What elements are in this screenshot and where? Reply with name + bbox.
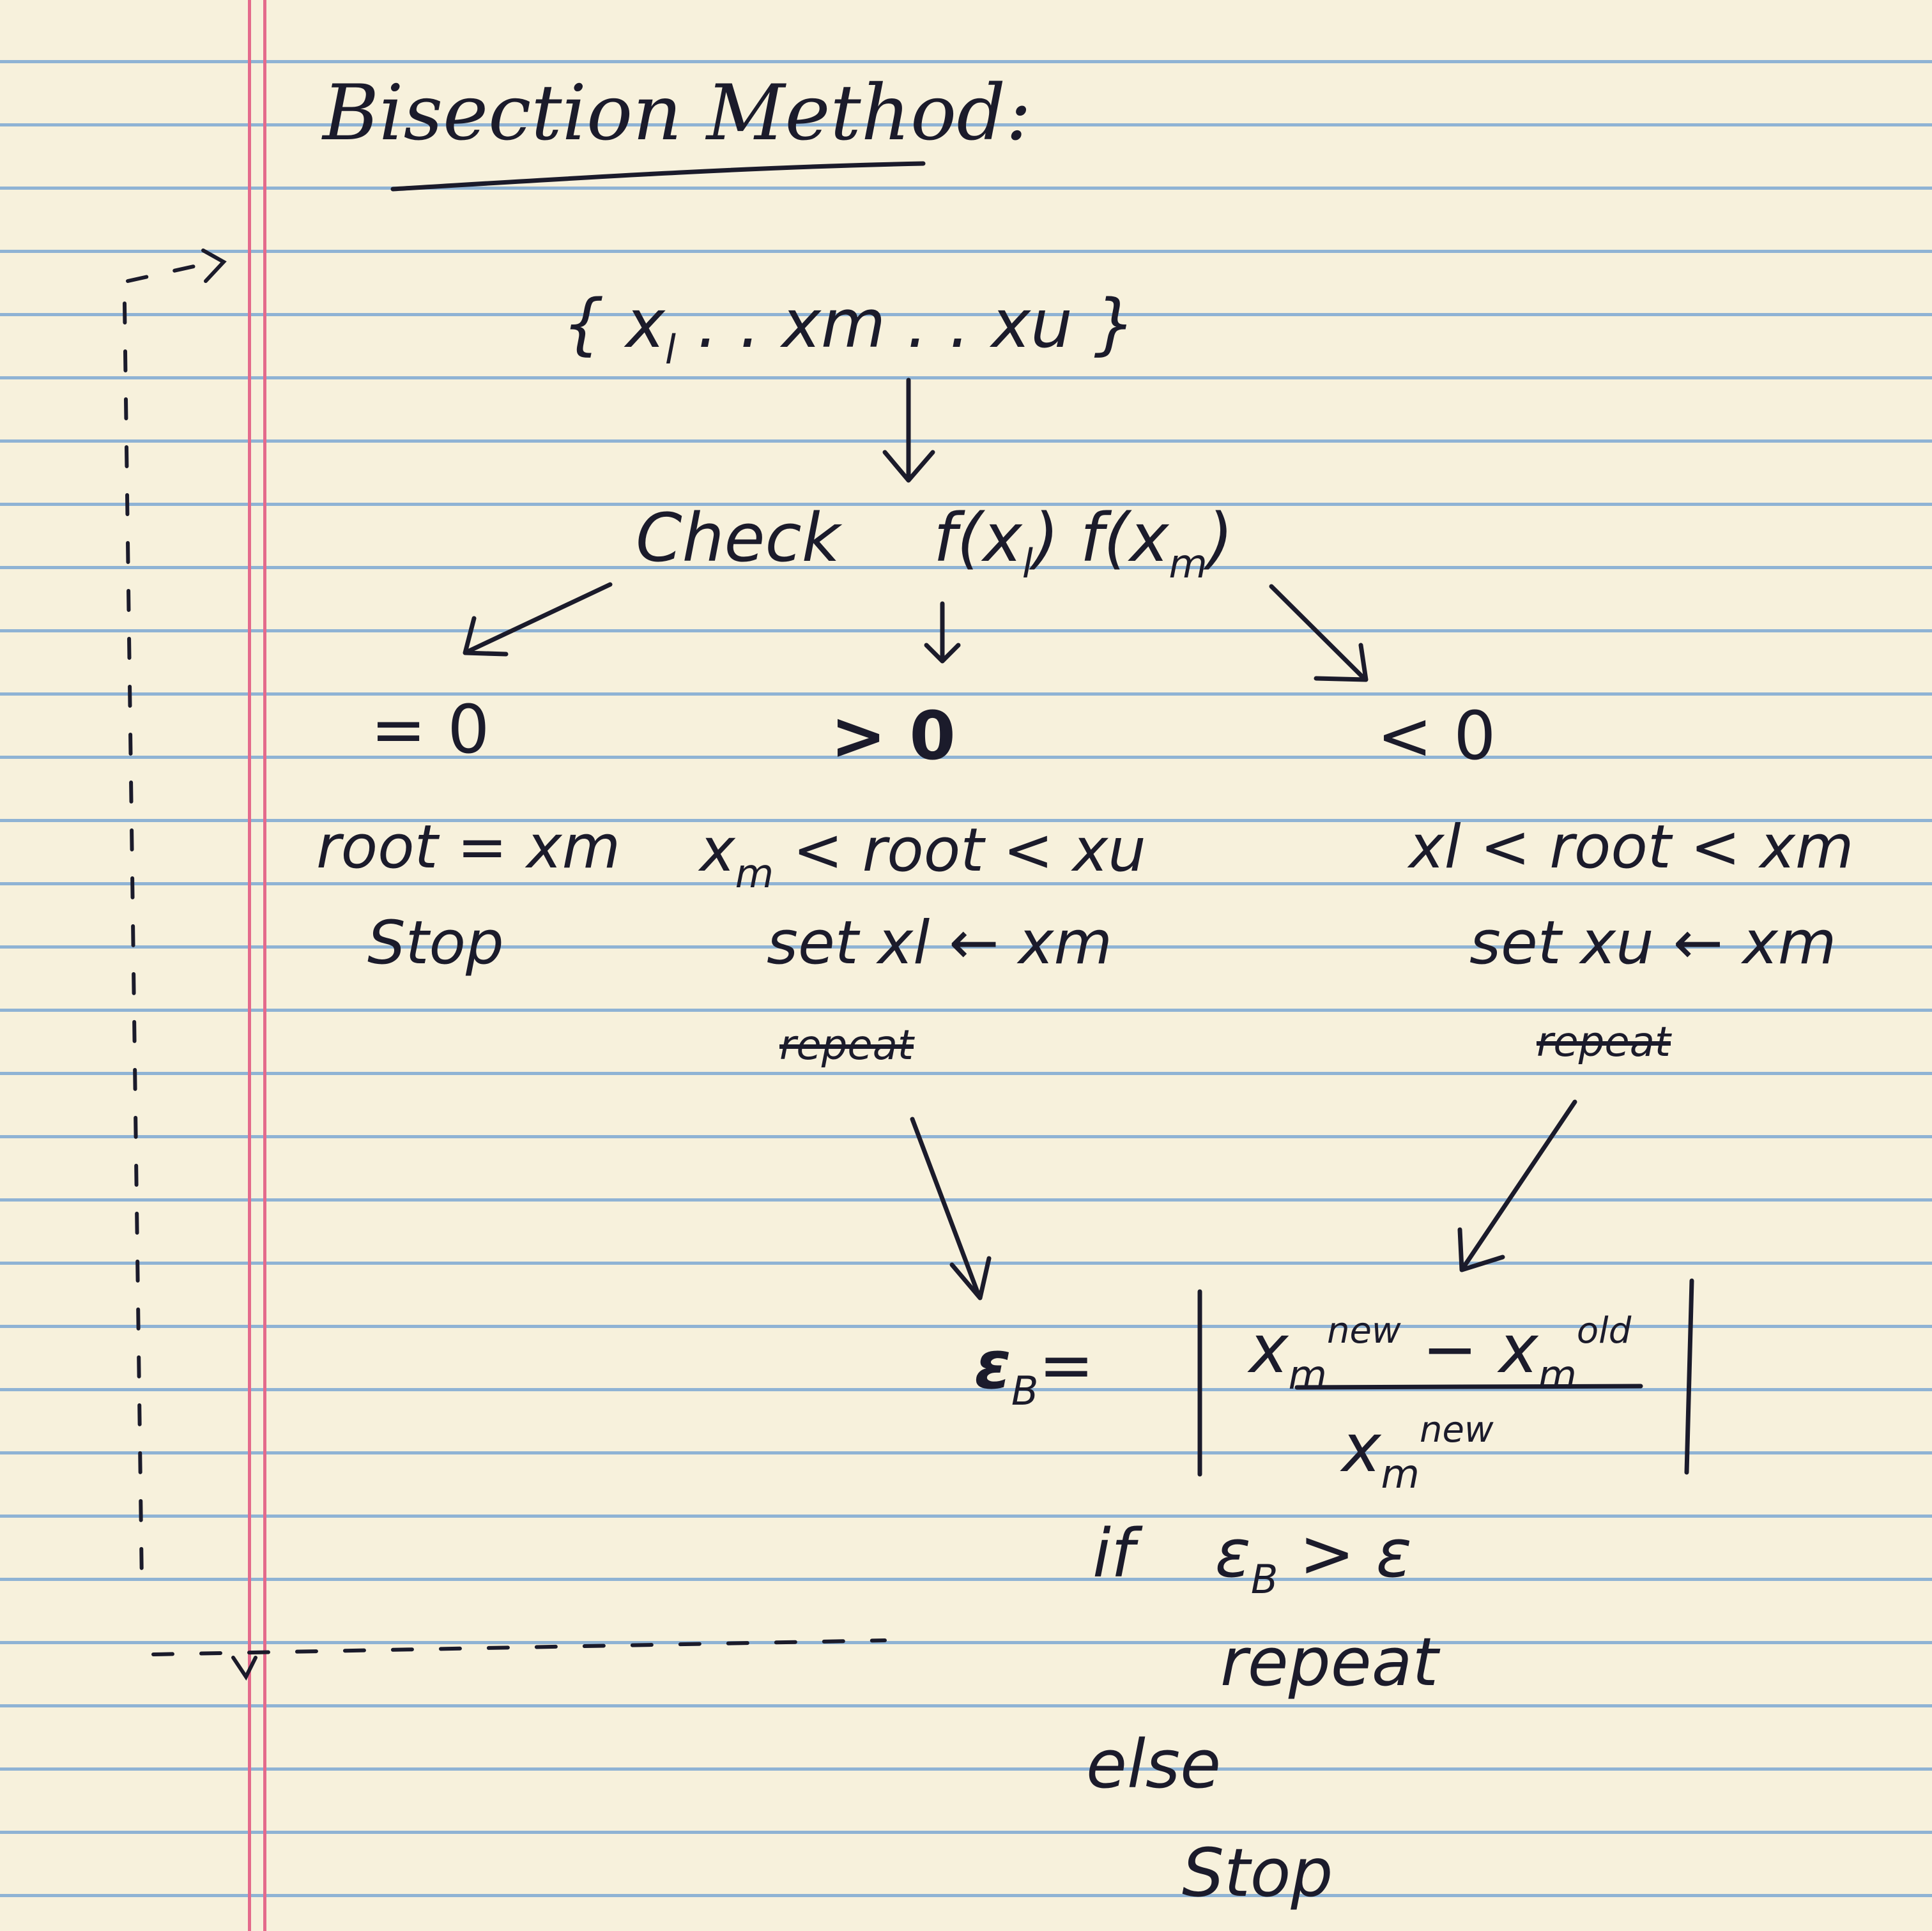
error-label: εB= <box>974 1332 1094 1411</box>
close-brace: } <box>1094 285 1137 363</box>
right-set-xu: set xu ← xm <box>1469 908 1837 978</box>
decision-condition: if εB > ε <box>1092 1520 1412 1599</box>
middle-range-rest: < root < xu <box>774 816 1146 885</box>
den-x-new-sup: new <box>1419 1409 1494 1451</box>
arrow-to-less-zero <box>1269 584 1367 681</box>
margin-line-left <box>248 0 251 1931</box>
arrow-to-equal-zero-head <box>463 616 509 657</box>
x-lower-sub: l <box>664 326 677 373</box>
num-x-new: x <box>1249 1310 1289 1388</box>
middle-range: xm < root < xu <box>700 821 1146 894</box>
right-crossed-repeat: repeat <box>1537 1019 1671 1066</box>
open-brace: { <box>562 285 605 363</box>
arrow-start-to-check-head <box>882 450 935 483</box>
loop-dashed-top <box>126 260 216 283</box>
if-label: if <box>1092 1515 1135 1592</box>
cond-eps: ε <box>1215 1515 1251 1592</box>
arrow-middle-to-error-head <box>949 1256 992 1301</box>
num-minus: − <box>1400 1310 1499 1388</box>
f-xm-sub: m <box>1169 540 1208 587</box>
error-eps-sub: B <box>1011 1368 1039 1414</box>
error-equals: = <box>1038 1326 1094 1404</box>
abs-bar-right <box>1684 1278 1694 1475</box>
error-numerator: xmnew − xmold <box>1249 1313 1631 1395</box>
num-x-old-sub: m <box>1538 1352 1577 1398</box>
x-upper-var: xu <box>991 285 1073 363</box>
middle-range-sub: m <box>735 850 774 897</box>
final-stop: Stop <box>1182 1834 1333 1912</box>
arrow-to-equal-zero <box>465 582 613 654</box>
left-stop: Stop <box>367 908 504 978</box>
check-label: Check <box>636 499 840 577</box>
root-equals-xm: root = xm <box>316 813 621 882</box>
f-xl-open: f(x <box>933 499 1022 577</box>
loop-dashed-bottom <box>151 1638 887 1656</box>
num-x-old: x <box>1498 1310 1538 1388</box>
arrow-right-to-error-head <box>1457 1227 1505 1272</box>
error-denominator: xmnew <box>1342 1412 1494 1494</box>
f-xm-close: ) <box>1207 499 1234 577</box>
page-title: Bisection Method: <box>323 69 1032 158</box>
initial-interval: { xl . . xm . . xu } <box>562 291 1136 370</box>
middle-range-x: x <box>700 816 735 885</box>
margin-line-right <box>263 0 266 1931</box>
loop-dashed-top-head <box>201 248 227 283</box>
else-label: else <box>1086 1725 1222 1803</box>
x-mid-var: xm <box>781 285 886 363</box>
cond-rest: > ε <box>1278 1515 1412 1592</box>
condition-less-zero: < 0 <box>1377 697 1496 775</box>
condition-greater-zero: > 0 <box>831 697 956 775</box>
middle-crossed-repeat: repeat <box>779 1022 914 1069</box>
interval-sep-2: . . <box>907 285 992 363</box>
decision-repeat: repeat <box>1220 1623 1439 1701</box>
error-eps: ε <box>974 1326 1011 1404</box>
num-x-old-sup: old <box>1576 1310 1632 1352</box>
num-x-new-sup: new <box>1326 1310 1401 1352</box>
fraction-bar <box>1294 1384 1643 1390</box>
den-x-new: x <box>1342 1409 1381 1487</box>
f-xm-open: ) f(x <box>1033 499 1169 577</box>
f-xl-sub: l <box>1022 540 1034 587</box>
num-x-new-sub: m <box>1288 1352 1327 1398</box>
title-underline <box>390 161 926 192</box>
den-x-new-sub: m <box>1381 1451 1420 1497</box>
cond-eps-sub: B <box>1250 1556 1278 1603</box>
arrow-middle-to-error <box>910 1117 981 1298</box>
arrow-to-greater-zero-head <box>924 643 961 664</box>
check-product: Check f(xl) f(xm) <box>636 505 1233 584</box>
condition-equal-zero: = 0 <box>371 691 490 768</box>
arrow-to-less-zero-head <box>1314 643 1368 682</box>
x-lower-var: x <box>625 285 665 363</box>
loop-dashed-corner-head <box>231 1656 257 1681</box>
arrow-right-to-error <box>1460 1099 1577 1271</box>
middle-set-xl: set xl ← xm <box>767 908 1113 978</box>
right-range: xl < root < xm <box>1409 813 1854 882</box>
loop-dashed-left-vertical <box>123 301 144 1586</box>
interval-sep-1: . . <box>697 285 782 363</box>
